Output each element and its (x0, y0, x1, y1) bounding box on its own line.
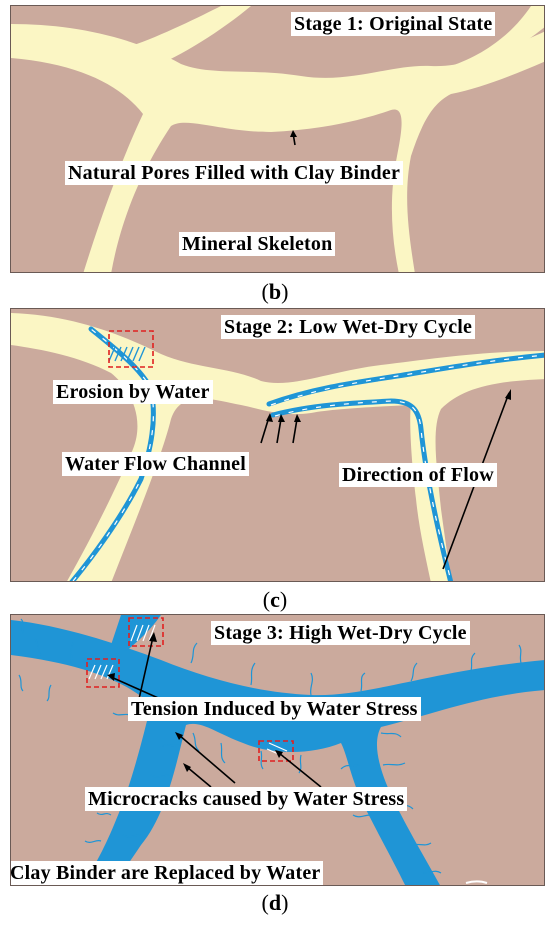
label-water-flow-channel: Water Flow Channel (62, 452, 250, 476)
panel-stage-1: Stage 1: Original State Natural Pores Fi… (10, 5, 545, 273)
label-erosion: Erosion by Water (53, 380, 213, 404)
stage-1-diagram (11, 6, 544, 272)
panel-stage-2: Stage 2: Low Wet-Dry Cycle Erosion by Wa… (10, 308, 545, 582)
caption-d: (d) (261, 890, 289, 915)
flow-streak-lines (72, 328, 544, 581)
clay-binder-pores (11, 313, 544, 581)
label-clay-binder-replaced: Clay Binder are Replaced by Water (11, 861, 324, 885)
label-microcracks: Microcracks caused by Water Stress (85, 787, 408, 811)
stage-2-title: Stage 2: Low Wet-Dry Cycle (221, 315, 476, 339)
label-mineral-skeleton: Mineral Skeleton (179, 232, 336, 256)
water-glint (465, 880, 488, 884)
clay-binder-pores (11, 6, 544, 272)
stage-3-diagram (11, 615, 544, 885)
stage-2-diagram (11, 313, 544, 581)
caption-b: (b) (261, 279, 289, 304)
tension-marker-box-1 (128, 617, 164, 647)
label-direction-of-flow: Direction of Flow (339, 463, 497, 487)
caption-c: (c) (262, 587, 288, 612)
flow-direction-arrowheads (266, 389, 511, 422)
label-natural-pores: Natural Pores Filled with Clay Binder (65, 161, 404, 185)
tension-marker-box-3 (258, 740, 294, 762)
pointer-arrowheads (107, 632, 283, 772)
stage-3-title: Stage 3: High Wet-Dry Cycle (211, 621, 470, 645)
label-tension-induced: Tension Induced by Water Stress (128, 697, 421, 721)
tension-marker-box-2 (86, 658, 120, 688)
water-filled-pores (11, 615, 544, 885)
panel-stage-3: Stage 3: High Wet-Dry Cycle Tension Indu… (10, 614, 545, 886)
stage-1-title: Stage 1: Original State (291, 12, 496, 36)
erosion-hatch (108, 346, 146, 362)
pore-pointer-arrowhead (290, 130, 297, 137)
